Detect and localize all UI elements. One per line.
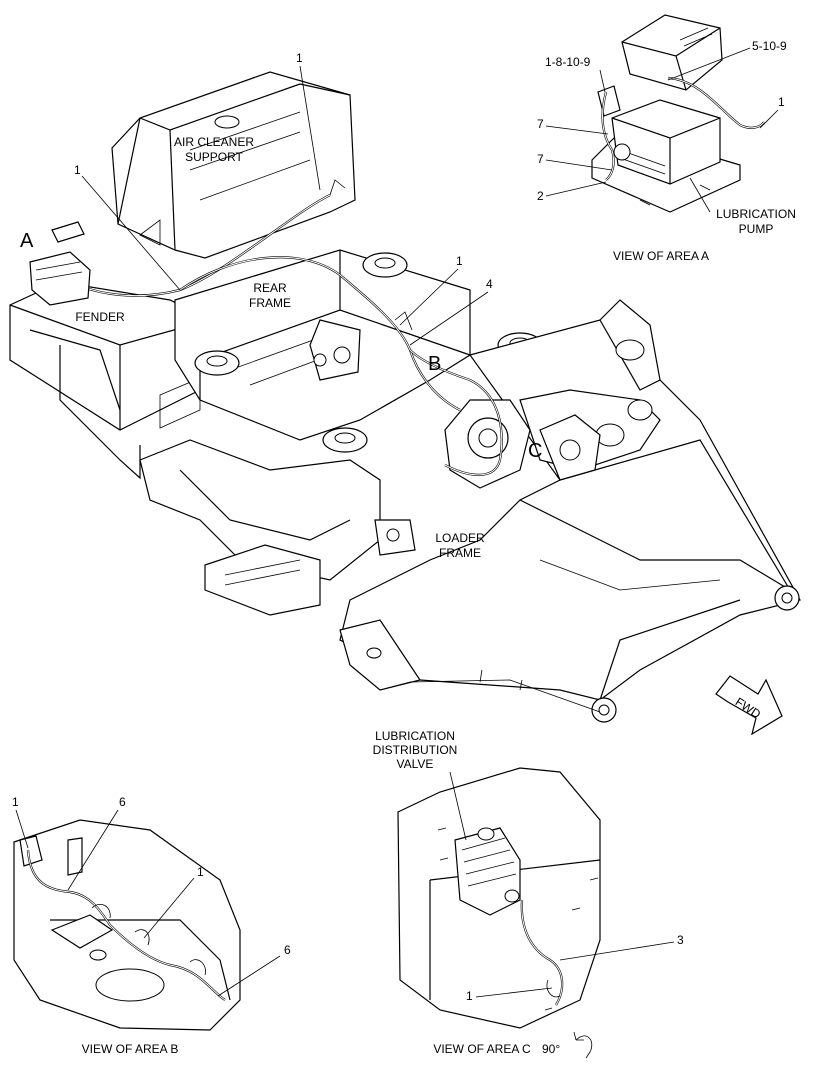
callout-b-1b: 1	[197, 865, 204, 879]
leader-a-1	[759, 109, 779, 129]
leader-main-4	[409, 291, 489, 346]
main-assembly: AIR CLEANER SUPPORT REAR FRAME FENDER LO…	[9, 51, 801, 736]
leader-b-6b	[217, 955, 281, 997]
callout-main-1a: 1	[296, 51, 303, 65]
callout-a-1-8-10-9: 1-8-10-9	[545, 55, 591, 69]
area-a-letter: A	[20, 230, 34, 252]
leader-main-1c	[399, 268, 459, 326]
callout-a-7b: 7	[537, 152, 544, 166]
leader-a-7a	[545, 125, 609, 135]
callout-main-1b: 1	[74, 163, 81, 177]
leader-b-1b	[143, 877, 195, 939]
callout-b-6a: 6	[119, 795, 126, 809]
callout-b-6b: 6	[284, 943, 291, 957]
callout-a-7a: 7	[537, 117, 544, 131]
rotation-arrow-icon	[573, 1031, 593, 1059]
callout-a-5-10-9: 5-10-9	[752, 39, 787, 53]
leader-a-5-10-9	[667, 47, 751, 81]
callout-a-2: 2	[537, 189, 544, 203]
callout-b-1a: 1	[12, 795, 19, 809]
view-area-b: 1 6 1 6 VIEW OF AREA B	[12, 795, 291, 1056]
leader-distribution-valve	[449, 771, 467, 841]
leader-a-7b	[545, 159, 613, 171]
lubrication-pump-label-line2: PUMP	[739, 222, 774, 236]
air-cleaner-support-drawing	[111, 71, 356, 259]
loader-frame-label-line2: FRAME	[439, 546, 481, 560]
callout-a-1: 1	[778, 95, 785, 109]
leader-b-6a	[67, 809, 119, 891]
leader-main-1a	[299, 65, 321, 191]
callout-main-4: 4	[486, 277, 493, 291]
view-area-a-title: VIEW OF AREA A	[613, 249, 709, 263]
distribution-valve-label-line3: VALVE	[397, 757, 434, 771]
leader-main-1b	[81, 175, 181, 291]
callout-c-1: 1	[466, 989, 473, 1003]
area-c-letter: C	[528, 440, 542, 462]
lubrication-pump-label: LUBRICATION	[716, 207, 796, 221]
rear-frame-label: REAR	[253, 281, 287, 295]
leader-c-1	[475, 987, 553, 998]
leader-lubrication-pump	[689, 177, 711, 213]
view-area-c-title: VIEW OF AREA C	[433, 1042, 531, 1056]
callout-c-3: 3	[677, 933, 684, 947]
area-b-letter: B	[428, 353, 441, 375]
loader-frame-label: LOADER	[435, 531, 485, 545]
rear-frame-label-line2: FRAME	[249, 296, 291, 310]
fender-pump-drawing	[29, 221, 91, 306]
fender-label: FENDER	[75, 310, 125, 324]
articulation-hitch-drawing	[444, 399, 601, 489]
leader-b-1a	[15, 809, 29, 849]
air-cleaner-support-label: AIR CLEANER	[174, 135, 254, 149]
distribution-valve-label: LUBRICATION	[375, 729, 455, 743]
leader-a-2	[545, 181, 607, 197]
view-area-b-title: VIEW OF AREA B	[82, 1042, 179, 1056]
leader-a-1-8-10-9	[599, 69, 606, 93]
view-area-a: 1-8-10-9 5-10-9 1 7 7 2 LUBRICATION PUMP…	[537, 14, 796, 263]
air-cleaner-support-label-line2: SUPPORT	[185, 150, 243, 164]
callout-main-1c: 1	[456, 254, 463, 268]
distribution-valve-label-line2: DISTRIBUTION	[373, 743, 458, 757]
leader-c-3	[559, 941, 675, 961]
fwd-arrow: FWD	[715, 675, 783, 736]
view-area-c: LUBRICATION DISTRIBUTION VALVE 3 1 VIEW …	[373, 729, 684, 1059]
rotation-label: 90°	[542, 1042, 560, 1056]
